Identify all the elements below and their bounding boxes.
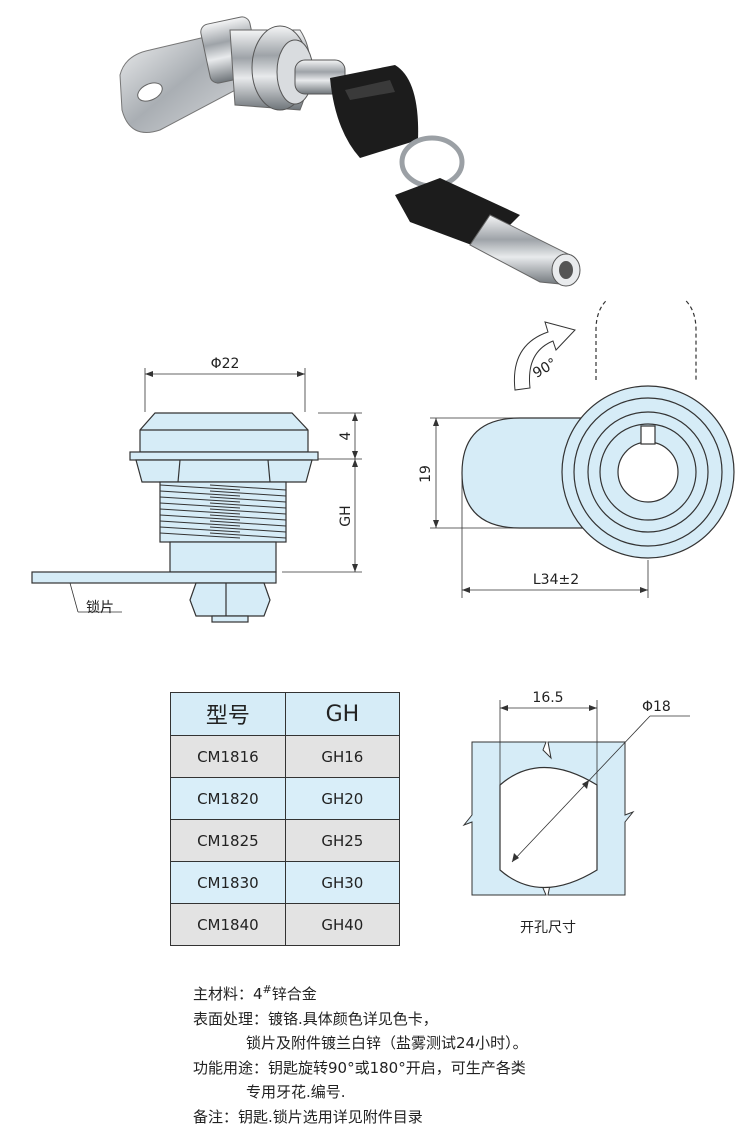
table-cell-model: CM1820	[170, 777, 286, 820]
key-photo-1	[330, 65, 419, 158]
dim-diameter-22: Φ22	[211, 356, 240, 372]
dim-gh: GH	[338, 505, 354, 526]
table-row: CM1816 GH16	[170, 735, 401, 778]
technical-drawings: Φ22 4 GH 锁片 90° 19 L34±2	[31, 300, 735, 623]
table-cell-gh: GH20	[284, 777, 401, 820]
rotation-arrow-icon	[513, 321, 576, 391]
note-material-suffix: 锌合金	[271, 985, 317, 1003]
lock-body-photo	[200, 16, 346, 111]
note-material-prefix: 主材料：4	[193, 985, 263, 1003]
thread-lines	[159, 484, 287, 539]
table-cell-model: CM1816	[170, 735, 286, 778]
dim-length: L34±2	[533, 572, 579, 588]
table-cell-gh: GH25	[284, 819, 401, 862]
side-view-arrows	[145, 371, 358, 572]
front-view-dimensions	[430, 417, 649, 598]
dim-height-19: 19	[418, 465, 434, 483]
note-material-sup: #	[262, 983, 272, 996]
note-surface-2: 锁片及附件镀兰白锌（盐雾测试24小时）。	[246, 1034, 528, 1052]
table-cell-gh: GH16	[284, 735, 401, 778]
table-cell-model: CM1840	[170, 903, 286, 946]
table-row: CM1830 GH30	[170, 861, 401, 904]
table-row: CM1840 GH40	[170, 903, 401, 946]
table-cell-model: CM1830	[170, 861, 286, 904]
table-cell-gh: GH30	[284, 861, 401, 904]
table-cell-model: CM1825	[170, 819, 286, 862]
dim-height-4: 4	[338, 431, 354, 440]
front-view-drawing	[461, 300, 735, 559]
header-gh: GH	[284, 692, 401, 736]
cam-plate-label: 锁片	[86, 600, 114, 616]
note-surface-1: 表面处理：镀铬.具体颜色详见色卡，	[193, 1009, 438, 1028]
key-photo-2	[395, 178, 581, 287]
side-view-drawing	[31, 412, 319, 623]
dim-rotation: 90°	[530, 355, 560, 381]
notes-section: 主材料：4#锌合金 表面处理：镀铬.具体颜色详见色卡， 锁片及附件镀兰白锌（盐雾…	[193, 978, 733, 1129]
table-header-row: 型号 GH	[170, 692, 401, 736]
note-function-1: 功能用途：钥匙旋转90°或180°开启，可生产各类	[193, 1058, 526, 1077]
table-row: CM1825 GH25	[170, 819, 401, 862]
note-function-2: 专用牙花.编号.	[246, 1083, 346, 1101]
spec-table: 型号 GH CM1816 GH16 CM1820 GH20 CM1825 GH2…	[170, 692, 401, 946]
cutout-drawing: 16.5 Φ18 开孔尺寸	[462, 690, 690, 936]
cutout-hole	[499, 767, 598, 888]
cutout-label: 开孔尺寸	[520, 920, 576, 936]
dim-cut-diameter: Φ18	[642, 699, 671, 715]
header-model: 型号	[170, 692, 286, 736]
dim-cut-width: 16.5	[532, 690, 563, 706]
key-ring-photo	[399, 135, 465, 189]
table-cell-gh: GH40	[284, 903, 401, 946]
note-remark: 备注：钥匙.锁片选用详见附件目录	[193, 1107, 423, 1126]
note-material: 主材料：4#锌合金	[193, 978, 733, 1007]
product-photo	[119, 16, 581, 287]
table-row: CM1820 GH20	[170, 777, 401, 820]
